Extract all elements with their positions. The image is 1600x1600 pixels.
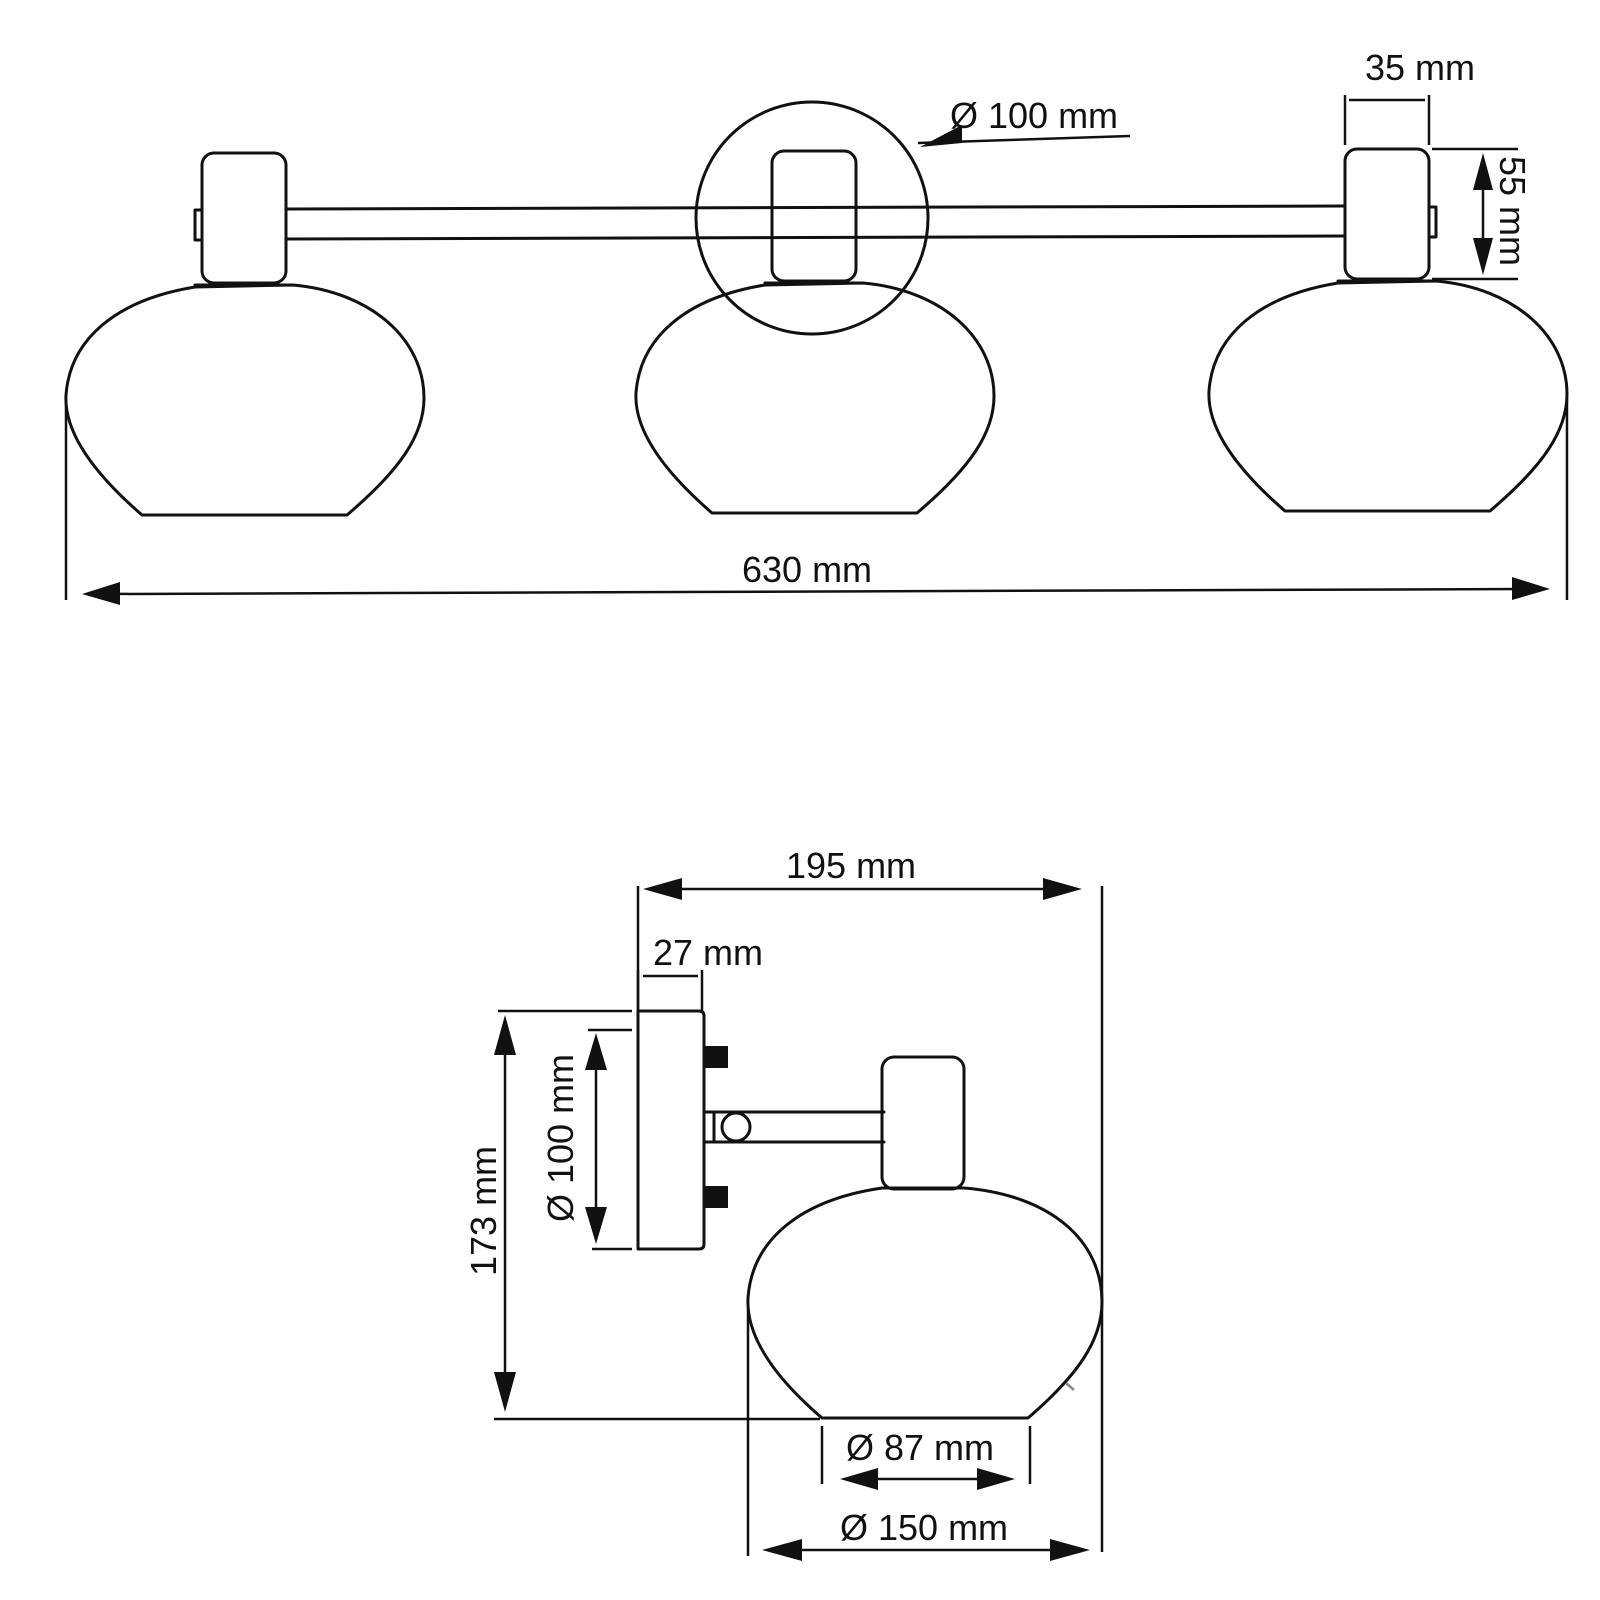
label-height: 173 mm bbox=[463, 1146, 504, 1276]
lamp-holder bbox=[1343, 147, 1431, 281]
lamp-left bbox=[64, 151, 426, 517]
lamp-shade bbox=[64, 283, 426, 517]
front-view: Ø 100 mm 35 mm 55 mm 630 mm bbox=[64, 47, 1569, 605]
dimension-backplate-diameter: Ø 100 mm bbox=[917, 95, 1131, 147]
dimension-shade-opening: Ø 87 mm bbox=[820, 1426, 1032, 1490]
screw-bottom bbox=[704, 1186, 728, 1208]
dimension-holder-width: 35 mm bbox=[1343, 47, 1475, 145]
side-arm bbox=[702, 1110, 886, 1144]
side-view: 195 mm 27 mm Ø 100 mm 173 mm bbox=[463, 845, 1104, 1561]
dimension-total-width: 630 mm bbox=[64, 400, 1569, 605]
dimension-holder-height: 55 mm bbox=[1432, 147, 1533, 281]
lamp-shade-side bbox=[746, 1186, 1104, 1420]
dimension-shade-diameter: Ø 150 mm bbox=[746, 1310, 1090, 1561]
label-backplate-diameter-side: Ø 100 mm bbox=[540, 1054, 581, 1222]
label-backplate-depth: 27 mm bbox=[653, 932, 763, 973]
lamp-shade bbox=[634, 281, 996, 515]
dimension-backplate-diameter-side: Ø 100 mm bbox=[540, 1028, 632, 1251]
dimension-height: 173 mm bbox=[463, 1009, 820, 1421]
lamp-right bbox=[1207, 147, 1569, 513]
label-backplate-diameter: Ø 100 mm bbox=[950, 95, 1118, 136]
backplate-circle bbox=[694, 100, 930, 336]
dimension-depth: 195 mm bbox=[636, 845, 1104, 1552]
screw-top bbox=[704, 1046, 728, 1068]
lamp-shade bbox=[1207, 279, 1569, 513]
label-total-width: 630 mm bbox=[742, 549, 872, 590]
label-holder-height: 55 mm bbox=[1492, 156, 1533, 266]
label-depth: 195 mm bbox=[786, 845, 916, 886]
dimension-backplate-depth: 27 mm bbox=[636, 932, 763, 1011]
backplate-side bbox=[636, 1009, 706, 1251]
lamp-holder bbox=[770, 149, 858, 283]
mounting-bar bbox=[284, 204, 1347, 241]
lamp-center bbox=[634, 149, 996, 515]
label-holder-width: 35 mm bbox=[1365, 47, 1475, 88]
label-shade-opening: Ø 87 mm bbox=[846, 1427, 994, 1468]
lamp-holder bbox=[200, 151, 288, 285]
label-shade-diameter: Ø 150 mm bbox=[840, 1507, 1008, 1548]
lamp-holder-side bbox=[880, 1055, 966, 1191]
